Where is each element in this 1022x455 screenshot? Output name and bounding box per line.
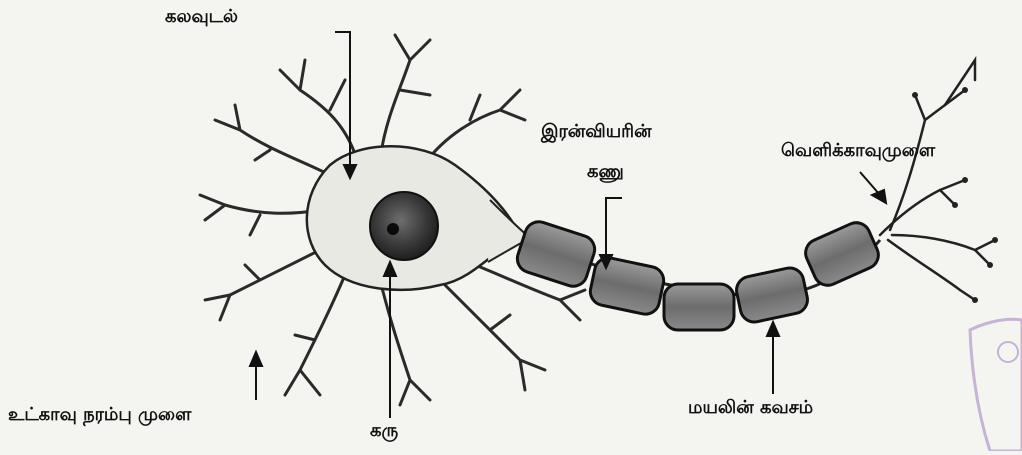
nucleus-label: கரு [370,420,398,443]
nucleus [370,192,438,260]
myelin-sheath-segments [514,218,883,330]
node-of-ranvier-label-line2: கணு [587,161,624,184]
myelin-sheath-label: மயலின் கவசம் [688,397,813,420]
dendrite-label: உட்காவு நரம்பு முளை [8,404,191,427]
node-of-ranvier-label-line1: இரன்வியரின் [541,121,652,144]
stamp-mark [970,319,1022,451]
cell-body-label: கலவுடல் [165,6,238,29]
axon-terminal-label: வெளிக்காவுமுளை [781,140,935,163]
axon-terminal [880,60,995,300]
